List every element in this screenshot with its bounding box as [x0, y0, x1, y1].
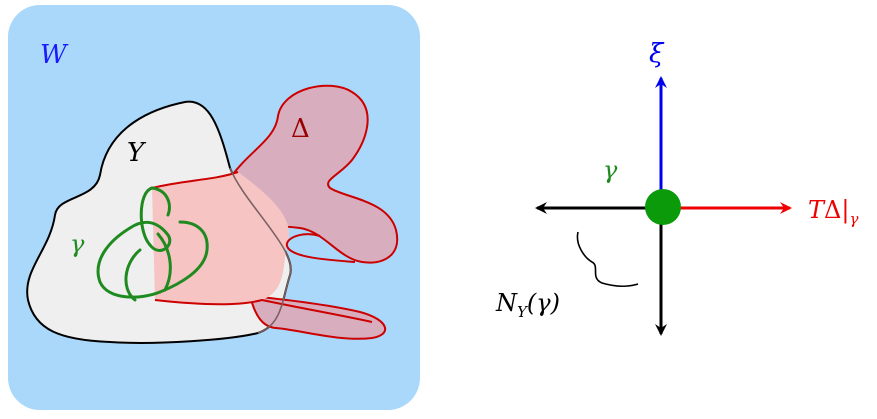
cylinder-bottom-edge [154, 298, 373, 323]
label-gamma-point: γ [603, 156, 618, 184]
label-delta: Δ [291, 114, 310, 144]
label-w: W [40, 40, 69, 70]
gamma-point [645, 189, 681, 225]
normal-bundle-brace [576, 231, 639, 288]
knot-gamma [96, 186, 209, 302]
delta-cylinder [152, 172, 289, 305]
label-gamma-knot: γ [70, 230, 85, 258]
label-xi: ξ [649, 39, 665, 69]
label-y: Y [127, 138, 147, 168]
y-boundary-behind-delta [229, 167, 292, 334]
cylinder-top-edge [151, 171, 239, 189]
label-normal-bundle: NY(γ) [495, 289, 560, 321]
label-tangent: TΔ|γ [808, 196, 858, 228]
cylinder-inner-fold [285, 233, 356, 263]
